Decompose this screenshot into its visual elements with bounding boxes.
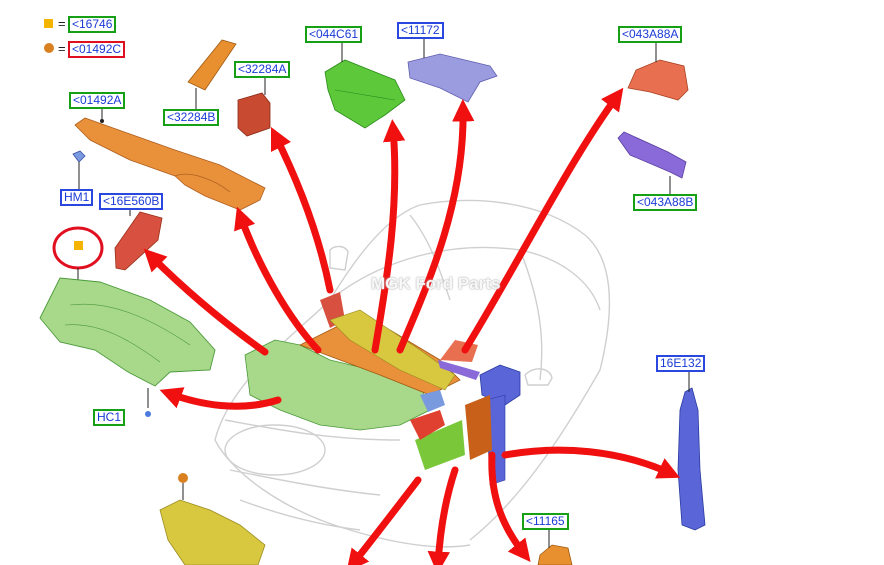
label-16E560B[interactable]: <16E560B bbox=[99, 193, 164, 210]
part-16E132-drawing bbox=[677, 372, 706, 531]
highlight-16746-callout bbox=[52, 226, 104, 282]
callout-arrows bbox=[143, 87, 681, 565]
legend-equals-square: = bbox=[58, 16, 66, 31]
label-11165[interactable]: <11165 bbox=[522, 513, 569, 530]
legend-label-16746[interactable]: <16746 bbox=[68, 16, 117, 33]
installed-parts-drawing bbox=[244, 292, 521, 486]
legend-equals-circle: = bbox=[58, 41, 66, 56]
part-01492C-drawing bbox=[159, 473, 266, 565]
part-043A88B-drawing bbox=[617, 131, 687, 194]
label-043A88A[interactable]: <043A88A bbox=[618, 26, 683, 43]
part-11172-drawing bbox=[407, 37, 498, 103]
vehicle-outline bbox=[214, 199, 611, 548]
label-043A88B[interactable]: <043A88B bbox=[633, 194, 698, 211]
part-HM1-drawing bbox=[72, 150, 86, 190]
part-32284B-drawing bbox=[187, 39, 237, 110]
part-043A88A-drawing bbox=[627, 42, 689, 101]
label-32284B[interactable]: <32284B bbox=[163, 109, 220, 126]
label-01492A[interactable]: <01492A bbox=[69, 92, 126, 109]
watermark-text: MGK Ford Parts bbox=[371, 274, 501, 293]
legend-square-icon bbox=[44, 19, 53, 28]
label-11172[interactable]: <11172 bbox=[397, 22, 444, 39]
label-HM1[interactable]: HM1 bbox=[60, 189, 94, 206]
part-044C61-drawing bbox=[324, 41, 406, 129]
part-insulator-drawing bbox=[39, 277, 216, 417]
legend-label-01492C[interactable]: <01492C bbox=[68, 41, 126, 58]
part-32284A-drawing bbox=[237, 76, 271, 137]
legend-circle-icon bbox=[44, 43, 54, 53]
label-32284A[interactable]: <32284A bbox=[234, 61, 291, 78]
part-11165-drawing bbox=[537, 530, 573, 565]
label-16E132[interactable]: 16E132 bbox=[656, 355, 706, 372]
label-HC1[interactable]: HC1 bbox=[93, 409, 126, 426]
label-044C61[interactable]: <044C61 bbox=[305, 26, 363, 43]
